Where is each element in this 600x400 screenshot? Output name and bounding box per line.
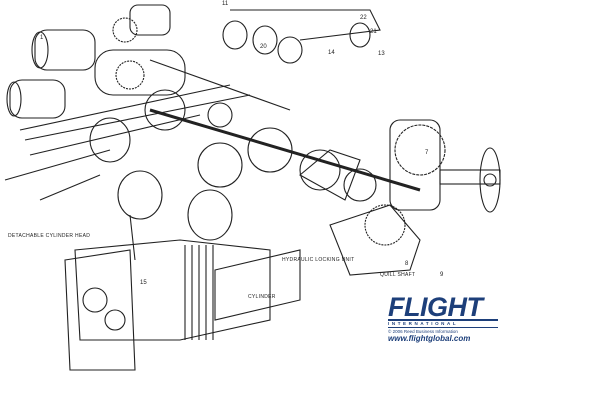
- cylinder-block: [64, 214, 301, 371]
- pistons: [89, 89, 243, 241]
- callout-number: 20: [260, 44, 267, 50]
- label-detachable-cylinder-head: Detachable cylinder head: [8, 233, 91, 239]
- label-cylinder: Cylinder: [248, 294, 276, 300]
- pushrods: [4, 59, 291, 201]
- flight-international-logo: FLIGHT INTERNATIONAL © 2006 Reed Busines…: [388, 292, 498, 343]
- callout-number: 15: [140, 280, 147, 286]
- callout-number: 14: [328, 50, 335, 56]
- callout-number: 21: [370, 29, 377, 35]
- callout-number: 7: [425, 150, 429, 156]
- callout-number: 13: [378, 51, 385, 57]
- callout-number: 9: [440, 272, 444, 278]
- accessory-pumps: [6, 4, 186, 119]
- induction-manifold: [222, 9, 381, 64]
- logo-copyright: © 2006 Reed Business Information: [388, 329, 458, 334]
- logo-subtitle: INTERNATIONAL: [388, 319, 498, 328]
- crankcase: [299, 149, 421, 276]
- label-hydraulic-locking-unit: Hydraulic locking unit: [282, 257, 355, 263]
- logo-brand: FLIGHT: [388, 292, 483, 322]
- crankshaft: [149, 102, 501, 246]
- callout-number: 11: [222, 1, 229, 7]
- callout-number: 1: [40, 35, 44, 41]
- logo-url: www.flightglobal.com: [388, 334, 471, 343]
- label-quill-shaft: Quill shaft: [380, 272, 416, 278]
- callout-number: 8: [405, 261, 409, 267]
- callout-number: 22: [360, 15, 367, 21]
